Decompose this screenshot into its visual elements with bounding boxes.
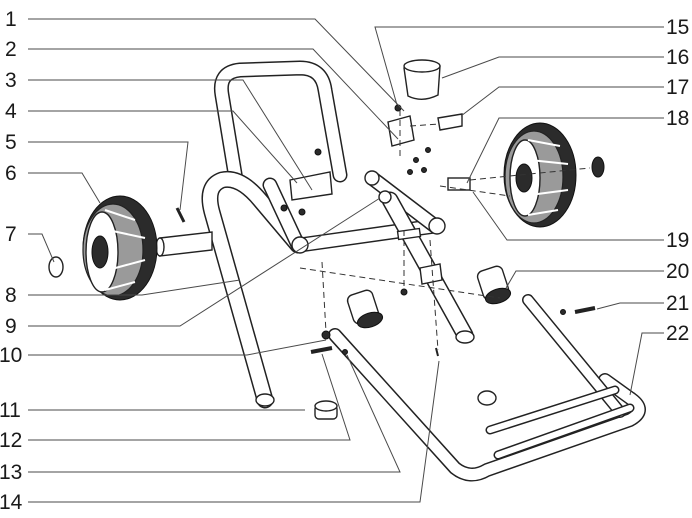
cart-frame bbox=[201, 60, 475, 409]
callout-10: 10 bbox=[0, 344, 22, 367]
right-hub-cap bbox=[591, 156, 605, 178]
callout-21: 21 bbox=[666, 292, 689, 315]
bumpers bbox=[314, 59, 512, 420]
callout-20: 20 bbox=[666, 260, 689, 283]
callout-16: 16 bbox=[666, 46, 689, 69]
callout-3: 3 bbox=[5, 69, 17, 92]
callouts-right: 15 16 17 18 19 20 21 22 bbox=[666, 16, 689, 345]
axle bbox=[155, 231, 213, 257]
callout-15: 15 bbox=[666, 16, 689, 39]
callout-8: 8 bbox=[5, 284, 17, 307]
callout-17: 17 bbox=[666, 76, 689, 99]
hub-cap bbox=[48, 256, 64, 278]
callout-13: 13 bbox=[0, 461, 22, 484]
callout-5: 5 bbox=[5, 131, 17, 154]
callout-6: 6 bbox=[5, 162, 17, 185]
right-wheel bbox=[503, 122, 577, 228]
callout-7: 7 bbox=[5, 223, 17, 246]
callouts-left: 1 2 3 4 5 6 7 8 9 10 11 12 13 14 bbox=[0, 8, 23, 514]
callout-22: 22 bbox=[666, 322, 689, 345]
callout-19: 19 bbox=[666, 229, 689, 252]
callout-4: 4 bbox=[5, 100, 17, 123]
callout-14: 14 bbox=[0, 491, 23, 514]
assembly-lines bbox=[299, 110, 511, 351]
callout-12: 12 bbox=[0, 429, 22, 452]
callout-9: 9 bbox=[5, 315, 17, 338]
leader-lines bbox=[28, 18, 664, 503]
callout-1: 1 bbox=[5, 8, 17, 31]
callout-2: 2 bbox=[5, 38, 17, 61]
left-wheel bbox=[82, 195, 158, 301]
callout-11: 11 bbox=[0, 399, 21, 422]
fasteners bbox=[175, 104, 596, 357]
cart-tray bbox=[328, 294, 646, 482]
callout-18: 18 bbox=[666, 107, 689, 130]
